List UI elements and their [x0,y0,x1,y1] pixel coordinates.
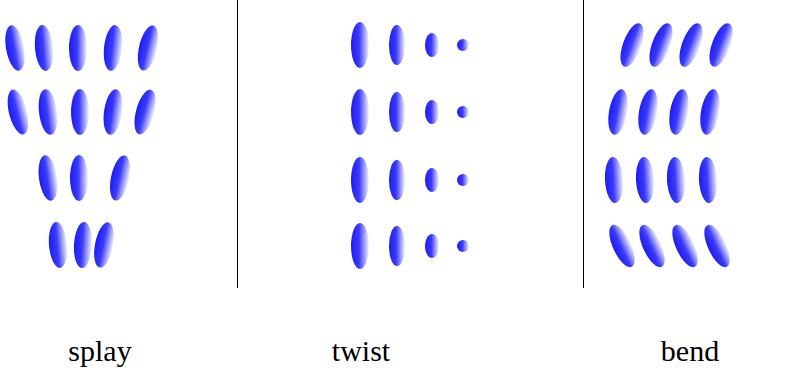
molecule [33,24,55,71]
molecule [675,20,708,69]
molecule [634,221,670,270]
molecule [47,221,69,268]
molecule [71,89,89,135]
molecule [69,25,87,71]
molecule [130,87,159,136]
molecule [457,174,469,186]
molecule [425,33,439,57]
molecule [351,223,369,269]
molecule [635,157,655,204]
molecule [635,88,661,136]
panel-caption: twist [332,336,390,366]
splay-molecules [2,24,162,270]
molecule [389,160,405,200]
panel-caption: bend [661,336,719,366]
molecule [604,157,624,204]
molecule [102,24,125,72]
bend-molecules [604,20,738,270]
molecule [699,221,735,270]
molecule [457,39,469,51]
molecule [698,157,718,204]
molecule [106,154,133,203]
molecule [134,24,162,73]
panel-caption: splay [68,336,131,366]
molecule [425,168,439,192]
molecule [351,157,369,203]
molecule [351,89,369,135]
molecule [389,226,405,266]
divider-line [583,0,584,288]
molecule [2,24,28,72]
molecule [705,20,738,69]
molecule [389,25,405,65]
molecule [70,155,88,201]
molecule [457,106,469,118]
molecule [4,88,33,137]
molecule [667,221,703,270]
molecule [457,240,469,252]
molecule [36,88,59,136]
molecule [605,88,631,136]
molecule [697,88,723,136]
molecule [425,234,439,258]
twist-molecules [351,22,469,269]
molecule [351,22,369,68]
molecule [616,20,649,69]
molecule [36,154,60,202]
molecule [425,100,439,124]
molecule [91,221,117,270]
molecule [645,20,678,69]
molecule [604,221,640,270]
molecule [389,92,405,132]
divider-line [237,0,238,288]
molecule [73,222,93,269]
molecule [666,88,692,136]
molecule [101,88,125,136]
molecule [666,157,686,204]
